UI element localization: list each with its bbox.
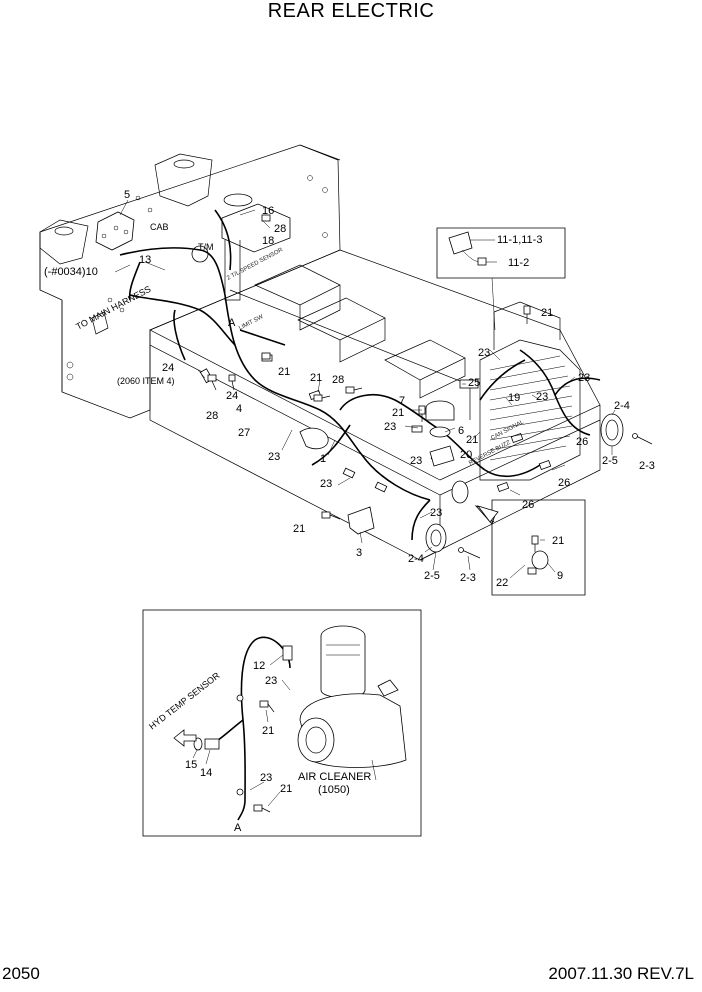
callout-21a: 21	[278, 366, 290, 378]
inset-callout-23a: 23	[265, 675, 277, 687]
inset-callout-A: A	[234, 822, 242, 834]
revision-label: 2007.11.30 REV.7L	[548, 964, 694, 983]
callout-25: 25	[468, 377, 480, 389]
callout-26c: 26	[522, 499, 534, 511]
callout-A: A	[228, 317, 236, 329]
callout-2-5a: 2-5	[424, 570, 440, 582]
callout-tm: T/M	[198, 242, 214, 252]
callout-27: 27	[238, 427, 250, 439]
callout-23c: 23	[430, 507, 442, 519]
callout-3: 3	[356, 547, 362, 559]
inset-callout-14: 14	[200, 767, 212, 779]
callout-4: 4	[236, 403, 242, 415]
callout-6: 6	[458, 425, 464, 437]
callout-13: 13	[139, 254, 151, 266]
wiring-harness	[119, 209, 601, 541]
callout-23b: 23	[320, 478, 332, 490]
tm-box	[191, 193, 291, 301]
callout-18: 18	[262, 235, 274, 247]
callout-26b: 26	[558, 477, 570, 489]
label-to-main-harness: TO MAIN HARNESS	[74, 284, 152, 332]
callout-11-1-11-3: 11-1,11-3	[497, 234, 542, 246]
air-cleaner-ref: (1050)	[318, 784, 350, 796]
callout-28: 28	[274, 223, 286, 235]
callout-7: 7	[399, 395, 405, 407]
center-components	[299, 379, 479, 535]
solenoid-block	[95, 211, 135, 251]
callout-5: 5	[124, 189, 130, 201]
page-title: REAR ELECTRIC	[267, 0, 435, 22]
callout-2-4b: 2-4	[614, 400, 630, 412]
callout-21b: 21	[310, 372, 322, 384]
callout-24a: 24	[162, 362, 174, 374]
lamp-detail-inset	[436, 227, 566, 279]
air-cleaner-label: AIR CLEANER	[298, 771, 371, 783]
callout-22: 22	[496, 577, 508, 589]
hyd-temp-sensor-label: HYD TEMP SENSOR	[147, 670, 222, 732]
callout-2-4a: 2-4	[408, 553, 424, 565]
callout-23g: 23	[578, 372, 590, 384]
callout-2060: (2060 ITEM 4)	[117, 376, 175, 386]
inset-callout-12: 12	[253, 660, 265, 672]
callout-1: 1	[320, 453, 326, 465]
callout-21e: 21	[466, 434, 478, 446]
callout-cab: CAB	[150, 222, 169, 232]
callout-21f: 21	[541, 307, 553, 319]
air-cleaner-inset: 12 23 21 HYD TEMP SENSOR 15 14 23 21 A A…	[142, 609, 422, 837]
callout-2-5b: 2-5	[602, 455, 618, 467]
callout-23h: 23	[536, 391, 548, 403]
callout-2-3a: 2-3	[460, 572, 476, 584]
callout-10: (-#0034)10	[44, 266, 98, 278]
callout-28b: 28	[206, 410, 218, 422]
svg-text:2 T/L SPEED SENSOR: 2 T/L SPEED SENSOR	[226, 247, 284, 282]
left-lamps	[425, 480, 497, 559]
page-number: 2050	[2, 964, 40, 983]
inset-callout-15: 15	[185, 759, 197, 771]
callout-21g: 21	[552, 535, 564, 547]
callout-23a: 23	[268, 451, 280, 463]
inset-callout-21a: 21	[262, 725, 274, 737]
callout-24b: 24	[226, 390, 238, 402]
direction-arrow	[476, 505, 499, 523]
inset-callout-21b: 21	[280, 783, 292, 795]
inset-callout-23b: 23	[260, 772, 272, 784]
callout-19: 19	[508, 392, 520, 404]
callout-11-2: 11-2	[508, 257, 529, 269]
callout-21d: 21	[392, 407, 404, 419]
svg-text:LIMIT SW: LIMIT SW	[238, 314, 265, 332]
callout-20: 20	[460, 449, 472, 461]
callout-23e: 23	[410, 455, 422, 467]
callout-23f: 23	[478, 347, 490, 359]
callout-21c: 21	[293, 523, 305, 535]
callout-16: 16	[262, 205, 274, 217]
leader-lines	[114, 199, 616, 579]
callout-23d: 23	[384, 421, 396, 433]
sensor-detail-inset	[491, 499, 586, 596]
rear-lamp-housing	[479, 301, 653, 481]
callout-28c: 28	[332, 374, 344, 386]
callout-9: 9	[557, 570, 563, 582]
callout-26a: 26	[576, 436, 588, 448]
callout-2-3b: 2-3	[639, 460, 655, 472]
